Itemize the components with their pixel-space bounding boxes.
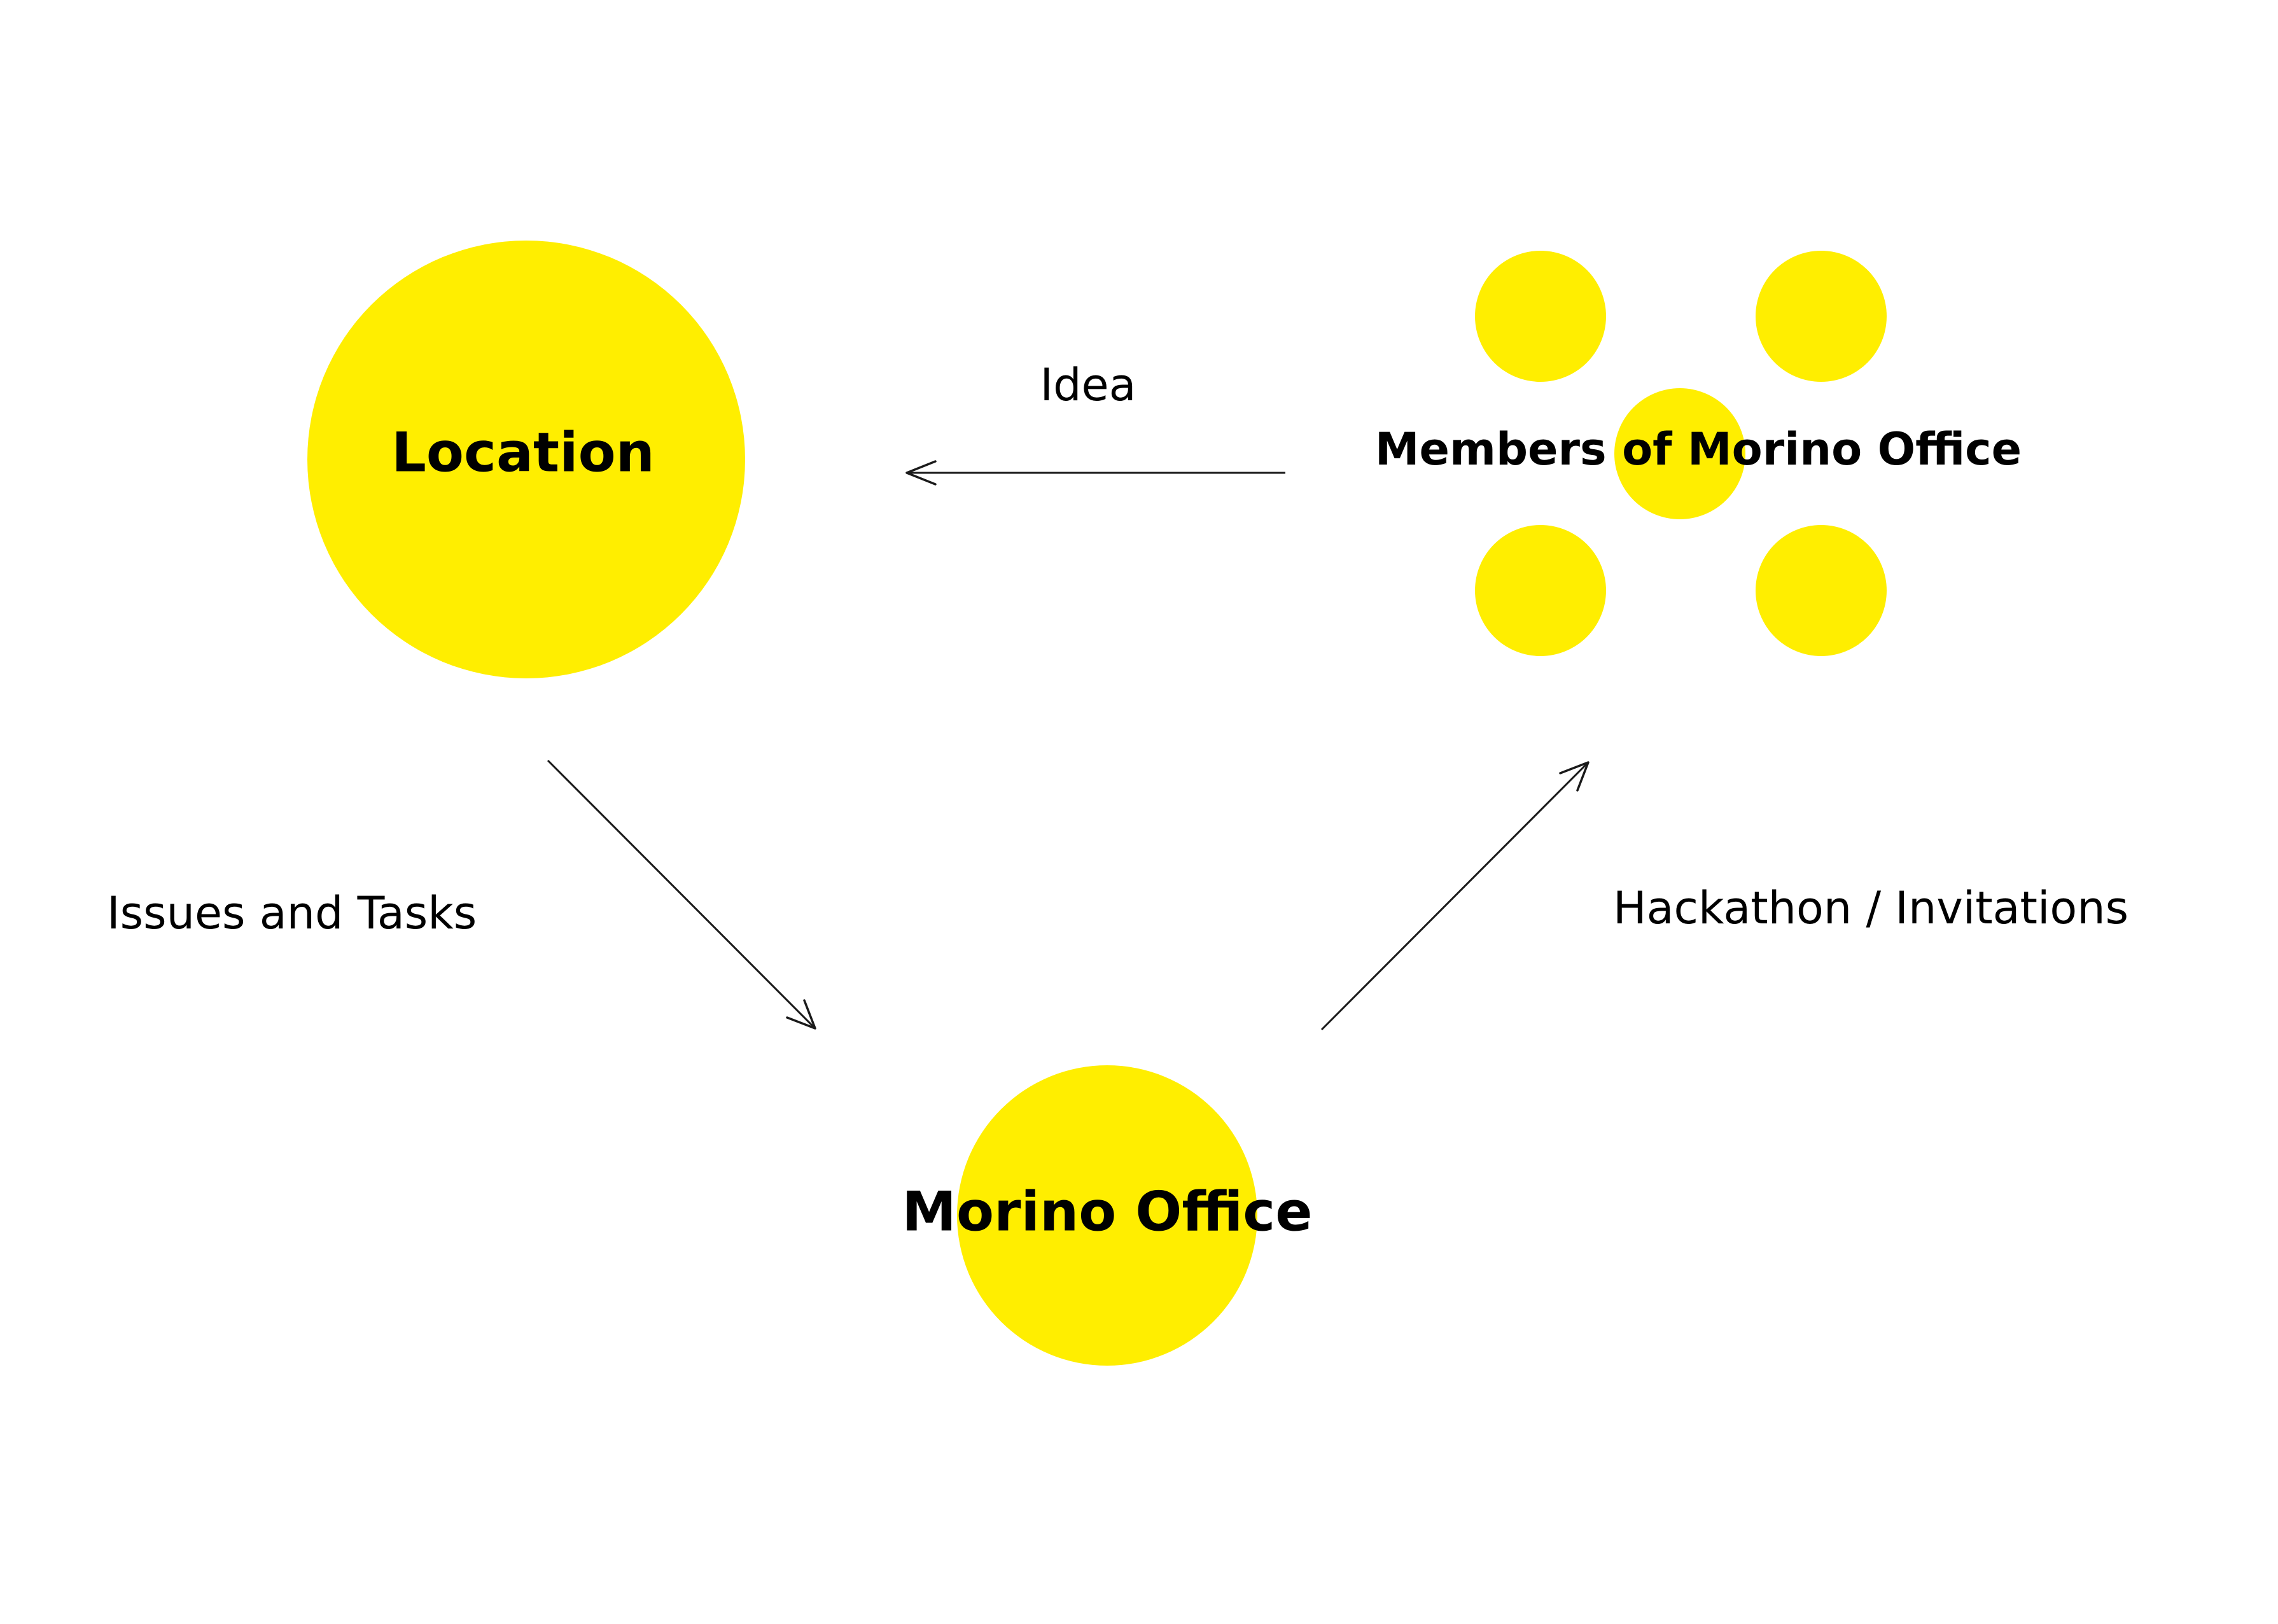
- issues-tasks-label: Issues and Tasks: [107, 887, 477, 939]
- hackathon-arrow-line: [1320, 761, 1590, 1031]
- members-node: Members of Morino Office: [1375, 251, 2022, 656]
- morino-office-circle: [957, 1065, 1257, 1366]
- morino-office-label: Morino Office: [902, 1180, 1312, 1243]
- member-circle: [1614, 388, 1745, 519]
- issues-tasks-arrowhead-icon: [786, 999, 816, 1030]
- member-circle: [1475, 251, 1606, 382]
- morino-office-node: Morino Office: [902, 1065, 1313, 1366]
- idea-arrowhead-icon: [905, 460, 937, 486]
- issues-tasks-edge: Issues and Tasks: [107, 759, 816, 1030]
- location-circle: [307, 241, 745, 678]
- idea-label: Idea: [1040, 359, 1136, 411]
- hackathon-edge: Hackathon / Invitations: [1320, 761, 2128, 1031]
- member-circle: [1756, 251, 1887, 382]
- location-label: Location: [391, 421, 655, 484]
- hackathon-label: Hackathon / Invitations: [1613, 882, 2128, 934]
- idea-edge: Idea: [905, 359, 1285, 486]
- members-label: Members of Morino Office: [1375, 423, 2022, 475]
- member-circle: [1756, 525, 1887, 656]
- issues-tasks-arrow-line: [547, 759, 816, 1030]
- hackathon-arrowhead-icon: [1559, 761, 1590, 792]
- member-circle: [1475, 525, 1606, 656]
- location-node: Location: [307, 241, 745, 678]
